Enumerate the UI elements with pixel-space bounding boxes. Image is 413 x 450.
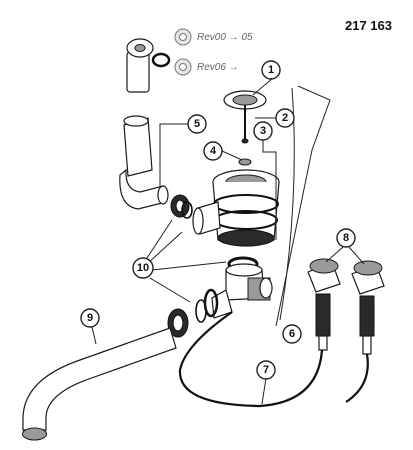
seal-ring-lower xyxy=(195,288,219,323)
actuator-right xyxy=(345,260,385,403)
leader-lines xyxy=(91,71,365,405)
svg-text:1: 1 xyxy=(268,64,274,76)
bowden-cable xyxy=(178,87,324,408)
svg-text:3: 3 xyxy=(260,125,266,137)
callout-9: 9 xyxy=(80,308,100,328)
document-number: 217 163 xyxy=(345,18,392,33)
revision-label-2: Rev06 → xyxy=(197,62,239,73)
callout-1: 1 xyxy=(261,60,281,80)
svg-text:5: 5 xyxy=(194,118,200,130)
revision-badge-1: Rev00 → 05 xyxy=(174,28,253,46)
callout-2: 2 xyxy=(275,108,295,128)
fitting-nut-left xyxy=(170,194,193,219)
trap-elbow xyxy=(211,263,273,319)
callout-4: 4 xyxy=(203,141,223,161)
washer-small xyxy=(238,158,252,166)
strainer-plug xyxy=(223,90,267,144)
overflow-adapter-top xyxy=(126,38,171,93)
svg-text:7: 7 xyxy=(263,364,269,376)
svg-text:8: 8 xyxy=(343,232,349,244)
callout-10: 10 xyxy=(132,257,154,279)
svg-text:9: 9 xyxy=(87,312,93,324)
callout-3: 3 xyxy=(253,121,273,141)
revision-label-1: Rev00 → 05 xyxy=(197,32,253,43)
svg-text:4: 4 xyxy=(210,145,217,157)
callout-6: 6 xyxy=(282,324,302,344)
svg-text:6: 6 xyxy=(289,328,295,340)
union-nut xyxy=(167,308,189,338)
waste-body xyxy=(192,169,280,247)
outlet-pipe xyxy=(22,327,177,441)
overflow-pipe xyxy=(119,115,169,210)
svg-text:10: 10 xyxy=(137,262,149,274)
callout-5: 5 xyxy=(187,114,207,134)
actuator-left xyxy=(307,258,341,351)
svg-text:2: 2 xyxy=(282,112,288,124)
revision-badge-2: Rev06 → xyxy=(174,58,239,76)
callout-8: 8 xyxy=(336,228,356,248)
callout-7: 7 xyxy=(256,360,276,380)
